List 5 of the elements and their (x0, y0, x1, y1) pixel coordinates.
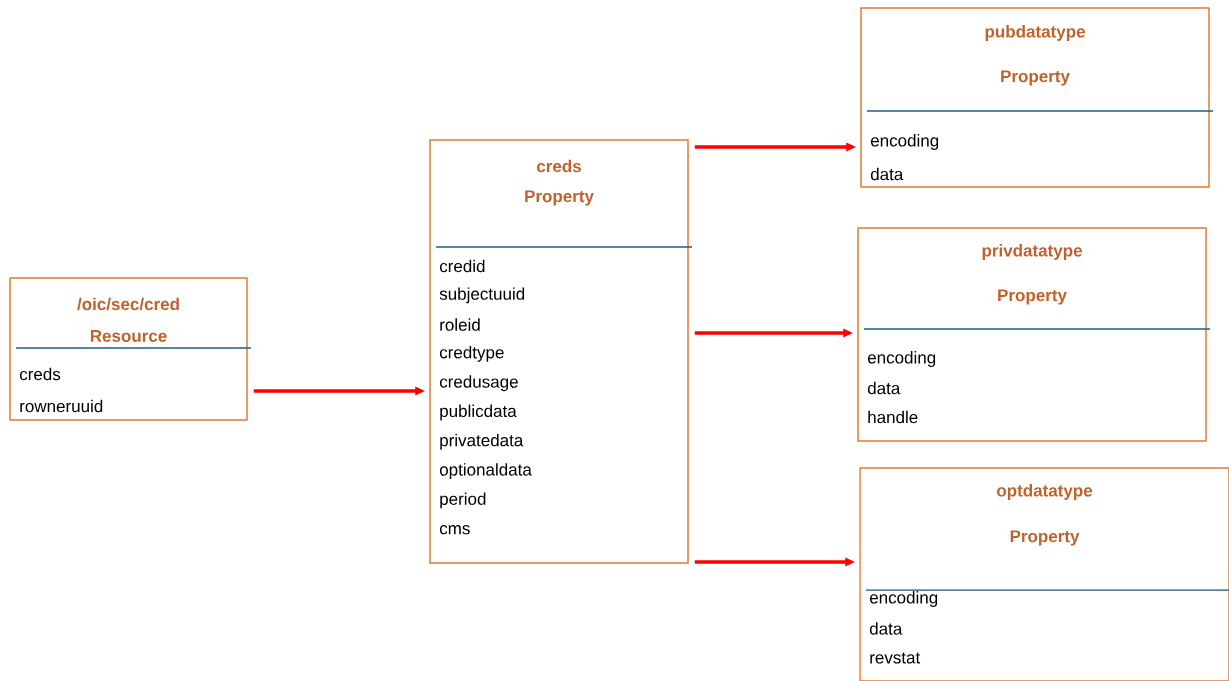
class-box: creds Property credid subjectuuid roleid credtype credusage publicdata privatedata optionaldata period cms (429, 139, 693, 564)
class-box: privdatatype Property encoding data handle (857, 227, 1211, 442)
class-box: optdatatype Property encoding data revstat (859, 467, 1229, 681)
class-box: pubdatatype Property encoding data (860, 7, 1214, 188)
class-box: /oic/sec/cred Resource creds rowneruuid (9, 277, 252, 421)
